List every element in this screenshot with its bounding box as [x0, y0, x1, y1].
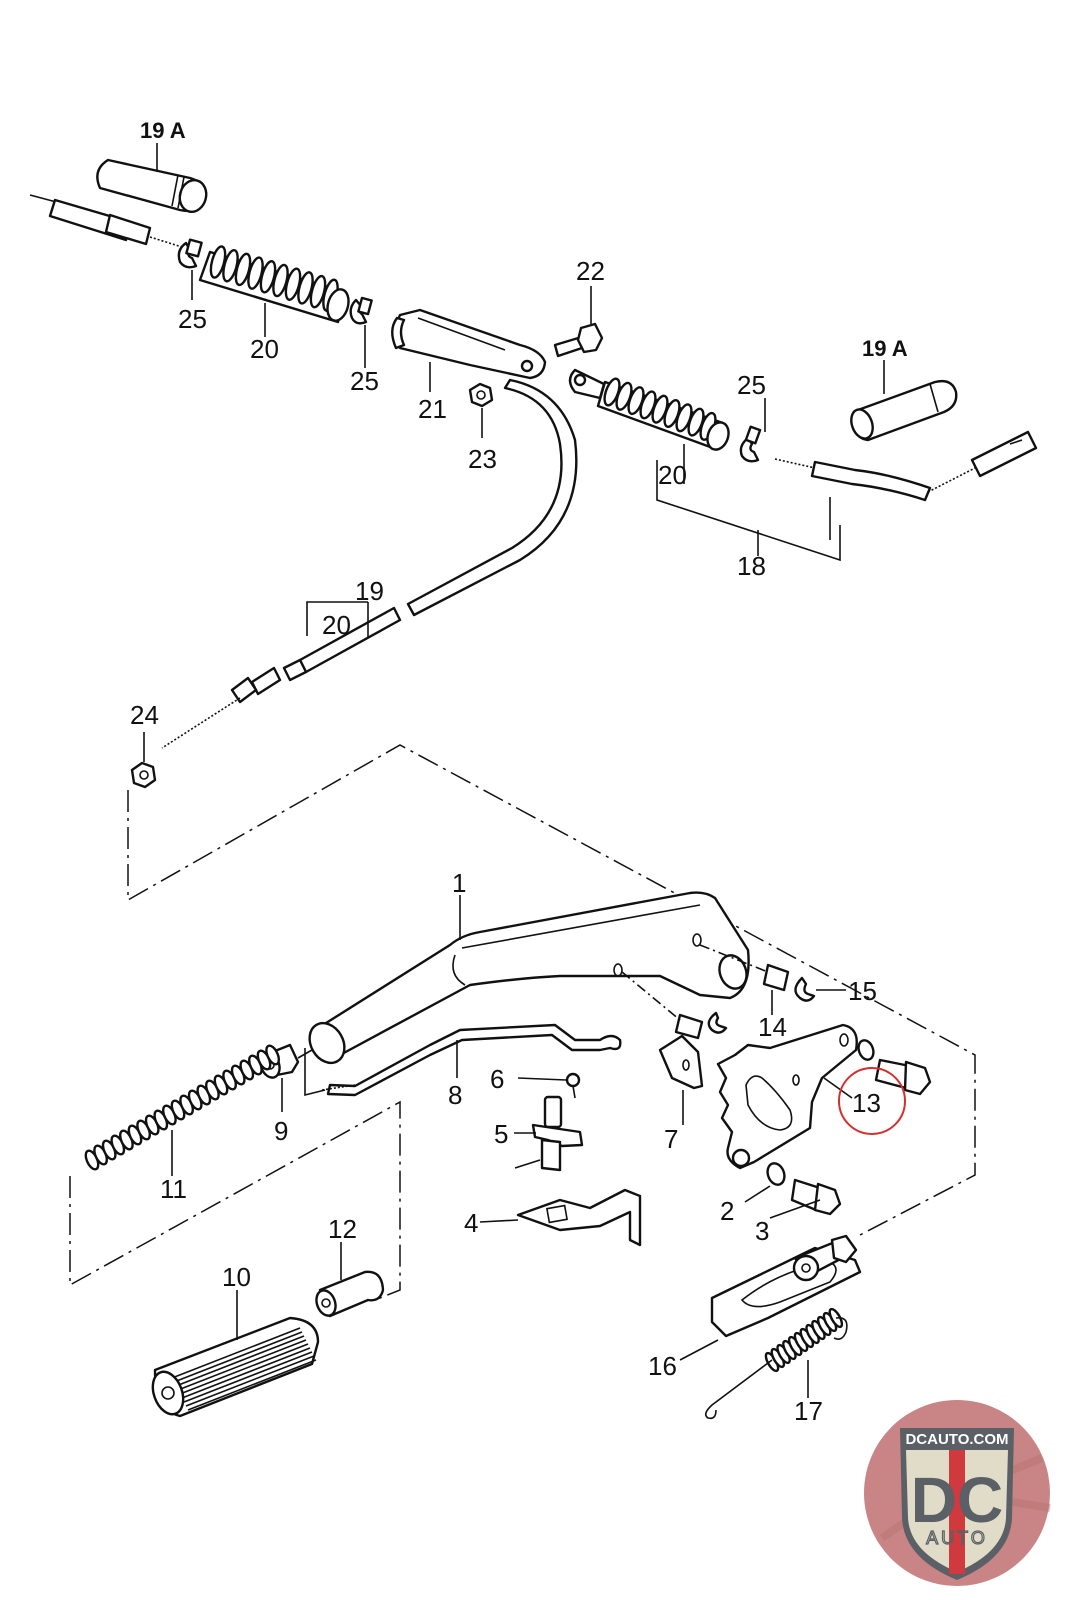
leader-2 — [744, 1185, 771, 1203]
callout-4: 4 — [464, 1208, 478, 1238]
callout-20-bracket: 20 — [322, 610, 351, 640]
callout-25-left: 25 — [178, 304, 207, 334]
washer-2[interactable] — [765, 1161, 788, 1187]
callout-25-right: 25 — [737, 370, 766, 400]
callout-16: 16 — [648, 1351, 677, 1381]
pawl-7[interactable] — [658, 1034, 704, 1090]
grip-sleeve-19a-left[interactable] — [96, 158, 209, 215]
bolt-3[interactable] — [790, 1178, 842, 1216]
logo-auto-text: AUTO — [926, 1528, 988, 1548]
callout-20-left: 20 — [250, 334, 279, 364]
equalizer-bracket-21[interactable] — [391, 308, 547, 380]
leader-3 — [769, 1199, 821, 1219]
callout-12: 12 — [328, 1214, 357, 1244]
callout-22: 22 — [576, 256, 605, 286]
leader-4 — [479, 1219, 519, 1223]
sleeve-12[interactable] — [313, 1270, 385, 1318]
pin-14[interactable] — [621, 944, 790, 1040]
grip-rib — [185, 1355, 315, 1407]
callout-14: 14 — [758, 1012, 787, 1042]
hand-brake-lever-1[interactable] — [303, 891, 751, 1070]
logo-dc-text: DC — [911, 1464, 1003, 1536]
grip-rib — [183, 1351, 313, 1403]
callout-5: 5 — [494, 1119, 508, 1149]
logo-stripe — [949, 1450, 965, 1574]
brake-cable-19[interactable] — [161, 378, 578, 749]
adjusting-nut-24[interactable] — [130, 761, 157, 789]
callout-1: 1 — [452, 868, 466, 898]
callout-19a-right: 19 A — [862, 336, 908, 361]
bellows-boot-20-left[interactable] — [198, 245, 352, 324]
retaining-clip-25-mid[interactable] — [349, 296, 373, 325]
handle-grip-10[interactable] — [147, 1316, 320, 1418]
grip-rib — [187, 1359, 317, 1411]
grip-rib — [177, 1339, 307, 1391]
callout-8: 8 — [448, 1080, 462, 1110]
leader-6 — [517, 1077, 567, 1081]
grip-rib — [181, 1347, 311, 1399]
mounting-plate-16[interactable] — [710, 1234, 862, 1338]
spring-hook — [833, 1316, 848, 1340]
callout-25-mid: 25 — [350, 366, 379, 396]
grip-rib — [171, 1327, 301, 1379]
assembly-outline-lower — [69, 1100, 401, 1301]
callout-18: 18 — [737, 551, 766, 581]
bellows-boot-20-right[interactable] — [596, 377, 732, 453]
nut-23[interactable] — [468, 382, 494, 408]
grip-rib — [173, 1331, 303, 1383]
rear-cable-right[interactable] — [774, 430, 1038, 502]
callout-7: 7 — [664, 1124, 678, 1154]
callout-17: 17 — [794, 1396, 823, 1426]
spring-hook — [704, 1359, 773, 1420]
leader-8-bracket — [304, 1048, 326, 1097]
leader-16 — [679, 1339, 719, 1361]
callout-9: 9 — [274, 1116, 288, 1146]
cable-end-left[interactable] — [29, 194, 186, 249]
callout-24: 24 — [130, 700, 159, 730]
switch-5[interactable] — [514, 1095, 584, 1172]
retaining-clip-25-left[interactable] — [177, 238, 203, 269]
highlight-circle-part-13 — [838, 1067, 906, 1135]
logo-domain-text: DCAUTO.COM — [905, 1431, 1008, 1448]
callout-23: 23 — [468, 444, 497, 474]
callout-19a-left: 19 A — [140, 118, 186, 143]
leader-13 — [823, 1077, 853, 1099]
callout-20-right: 20 — [658, 460, 687, 490]
callout-21: 21 — [418, 394, 447, 424]
callout-11: 11 — [160, 1174, 187, 1204]
grip-rib — [179, 1343, 309, 1395]
grip-rib — [175, 1335, 305, 1387]
leader-9b — [297, 1049, 313, 1059]
callout-6: 6 — [490, 1064, 504, 1094]
grip-sleeve-19a-right[interactable] — [847, 379, 958, 442]
dcauto-logo[interactable]: DCAUTO.COM DC AUTO — [862, 1398, 1052, 1588]
bracket-19-20 — [306, 601, 368, 636]
callout-19: 19 — [355, 576, 384, 606]
bracket-4[interactable] — [516, 1188, 642, 1247]
return-spring-17[interactable] — [704, 1307, 848, 1420]
callout-15: 15 — [848, 976, 877, 1006]
callout-2: 2 — [720, 1196, 734, 1226]
callout-10: 10 — [222, 1262, 251, 1292]
callout-3: 3 — [755, 1216, 769, 1246]
pawl-rod-8[interactable] — [321, 1023, 622, 1097]
bracket-18 — [656, 460, 841, 562]
washer-and-bolt-upper[interactable] — [856, 1038, 932, 1096]
bolt-22[interactable] — [553, 322, 604, 358]
spring-11[interactable] — [83, 1044, 281, 1171]
cable-eye-end[interactable] — [568, 368, 606, 400]
ratchet-segment-13[interactable] — [716, 1023, 858, 1170]
spring-coil — [828, 1307, 844, 1329]
retaining-clip-25-right[interactable] — [739, 425, 762, 463]
callout-13: 13 — [852, 1088, 881, 1118]
spring-coil — [265, 1044, 280, 1066]
screw-6[interactable] — [565, 1072, 581, 1099]
circlip-15[interactable] — [707, 976, 816, 1034]
